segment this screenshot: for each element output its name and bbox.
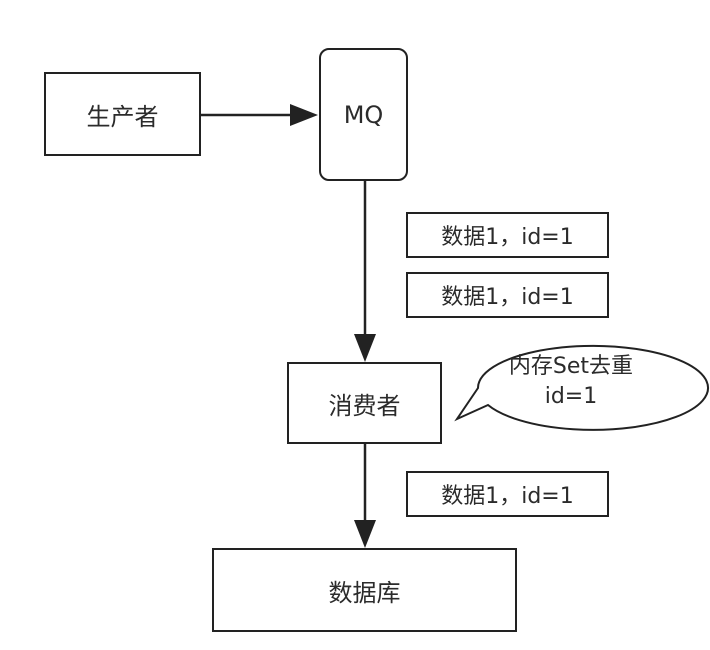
mq-node: MQ: [319, 48, 408, 181]
arrowhead-consumer-to-database: [354, 520, 376, 548]
message-tag-2: 数据1，id=1: [406, 272, 609, 318]
database-label: 数据库: [328, 578, 401, 607]
arrowhead-mq-to-consumer: [354, 334, 376, 362]
message-tag-3-label: 数据1，id=1: [441, 484, 574, 509]
producer-label: 生产者: [86, 102, 159, 131]
callout-line-1: 内存Set去重: [508, 354, 634, 379]
message-tag-1-label: 数据1，id=1: [441, 225, 574, 250]
arrowhead-producer-to-mq: [290, 104, 318, 126]
mq-label: MQ: [343, 100, 384, 129]
producer-node: 生产者: [44, 72, 201, 156]
message-tag-2-label: 数据1，id=1: [441, 285, 574, 310]
callout-bubble: [454, 344, 709, 431]
message-tag-3: 数据1，id=1: [406, 471, 609, 517]
consumer-node: 消费者: [287, 362, 442, 444]
database-node: 数据库: [212, 548, 517, 632]
callout-text: 内存Set去重 id=1: [478, 352, 664, 412]
consumer-label: 消费者: [328, 391, 401, 420]
message-tag-1: 数据1，id=1: [406, 212, 609, 258]
callout-line-2: id=1: [544, 384, 598, 409]
